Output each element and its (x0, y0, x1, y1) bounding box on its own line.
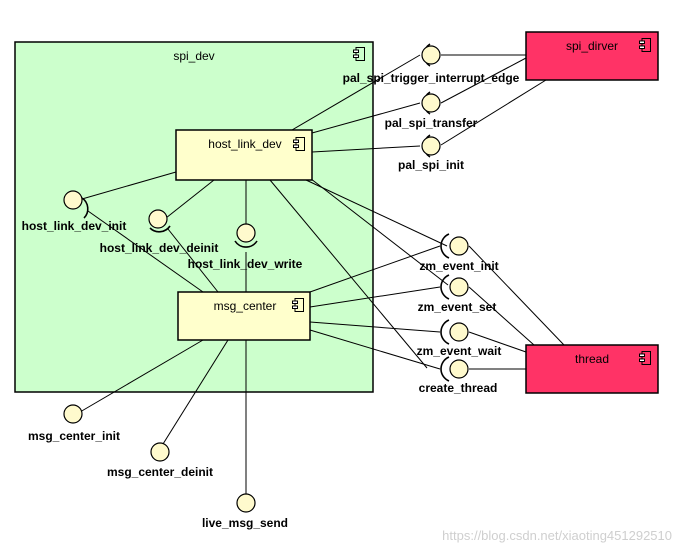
spi-dev-label: spi_dev (173, 49, 214, 63)
interface-label: zm_event_set (418, 300, 497, 314)
interface-label: zm_event_wait (417, 344, 502, 358)
interface-zm-event-set[interactable]: zm_event_set (418, 274, 497, 314)
thread-component[interactable]: thread (525, 344, 659, 394)
interface-label: host_link_dev_deinit (100, 241, 219, 255)
interface-label: msg_center_deinit (107, 465, 213, 479)
host-link-dev-label: host_link_dev (208, 137, 281, 151)
interface-label: host_link_dev_init (22, 219, 127, 233)
spi-dirver-component[interactable]: spi_dirver (525, 31, 659, 81)
interface-live-msg-send[interactable]: live_msg_send (202, 493, 288, 530)
spi-dirver-label: spi_dirver (566, 39, 618, 53)
interface-host-link-dev-deinit[interactable]: host_link_dev_deinit (100, 209, 219, 255)
interface-zm-event-wait[interactable]: zm_event_wait (417, 319, 502, 358)
interface-pal-spi-transfer[interactable]: pal_spi_transfer (385, 91, 478, 130)
thread-label: thread (575, 352, 609, 366)
interface-label: host_link_dev_write (188, 257, 303, 271)
interface-zm-event-init[interactable]: zm_event_init (419, 233, 499, 273)
interface-label: pal_spi_init (398, 158, 464, 172)
connectors (79, 54, 565, 494)
msg-center-component[interactable]: msg_center (177, 291, 311, 341)
interface-msg-center-deinit[interactable]: msg_center_deinit (107, 442, 213, 479)
interface-pal-spi-init[interactable]: pal_spi_init (398, 134, 464, 172)
interface-label: create_thread (419, 381, 498, 395)
interface-create-thread[interactable]: create_thread (419, 356, 498, 395)
interface-pal-spi-trigger-interrupt-edge[interactable]: pal_spi_trigger_interrupt_edge (343, 43, 520, 85)
host-link-dev-component[interactable]: host_link_dev (175, 129, 313, 181)
interface-host-link-dev-write[interactable]: host_link_dev_write (188, 223, 303, 271)
interface-label: msg_center_init (28, 429, 120, 443)
interface-host-link-dev-init[interactable]: host_link_dev_init (22, 190, 127, 233)
interface-label: pal_spi_trigger_interrupt_edge (343, 71, 520, 85)
interface-label: zm_event_init (419, 259, 498, 273)
interface-label: live_msg_send (202, 516, 288, 530)
msg-center-label: msg_center (214, 299, 277, 313)
watermark-text: https://blog.csdn.net/xiaoting451292510 (442, 528, 672, 543)
interface-msg-center-init[interactable]: msg_center_init (28, 404, 120, 443)
interface-label: pal_spi_transfer (385, 116, 478, 130)
